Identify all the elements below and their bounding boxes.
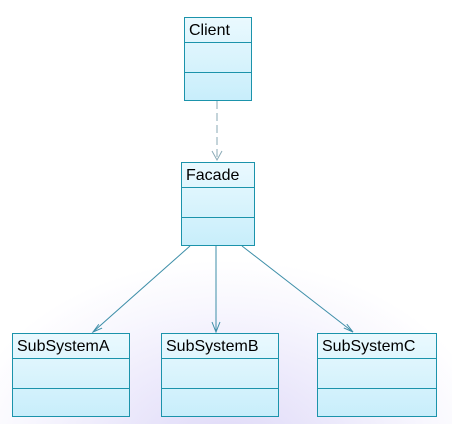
association-arrowhead-subsystem-b <box>211 321 221 334</box>
attributes-compartment <box>182 188 254 218</box>
attributes-compartment <box>162 359 278 389</box>
attributes-compartment <box>185 43 251 73</box>
association-line-facade-subsystem-a <box>92 245 191 333</box>
class-name-facade: Facade <box>182 163 254 188</box>
operations-compartment <box>185 73 251 100</box>
operations-compartment <box>13 389 129 416</box>
operations-compartment <box>162 389 278 416</box>
attributes-compartment <box>318 359 436 389</box>
association-arrowhead-subsystem-a <box>91 323 103 334</box>
class-name-subsystem-a: SubSystemA <box>13 334 129 359</box>
association-arrowhead-subsystem-c <box>343 323 354 333</box>
class-name-subsystem-b: SubSystemB <box>162 334 278 359</box>
class-box-facade[interactable]: Facade <box>181 162 255 246</box>
class-box-subsystem-b[interactable]: SubSystemB <box>161 333 279 417</box>
operations-compartment <box>182 218 254 245</box>
dependency-arrowhead-facade <box>211 150 223 162</box>
association-line-facade-subsystem-c <box>241 245 354 333</box>
class-box-subsystem-c[interactable]: SubSystemC <box>317 333 437 417</box>
class-box-subsystem-a[interactable]: SubSystemA <box>12 333 130 417</box>
class-box-client[interactable]: Client <box>184 17 252 101</box>
attributes-compartment <box>13 359 129 389</box>
operations-compartment <box>318 389 436 416</box>
class-name-subsystem-c: SubSystemC <box>318 334 436 359</box>
class-name-client: Client <box>185 18 251 43</box>
